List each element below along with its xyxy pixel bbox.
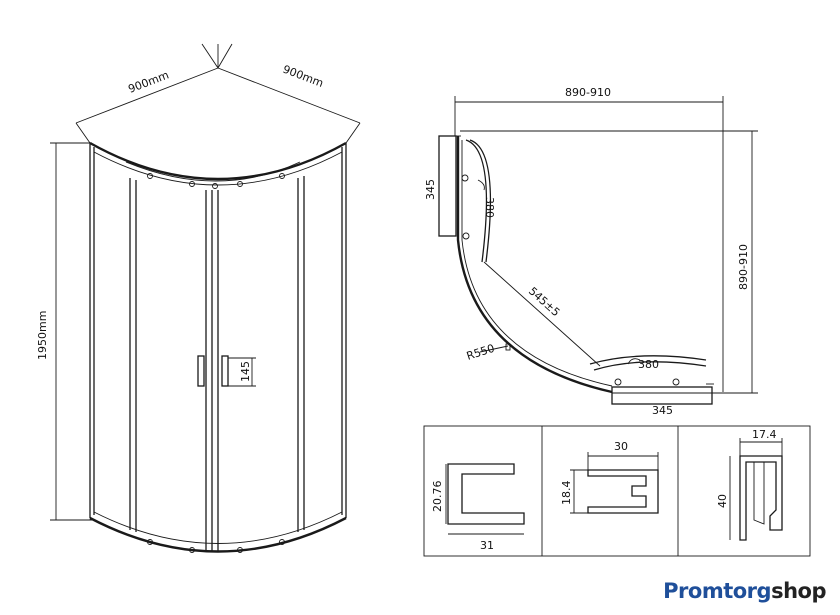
roller-marks <box>147 173 285 553</box>
section3-width-label: 17.4 <box>752 428 777 441</box>
bottom-side-panel-label: 345 <box>652 404 673 417</box>
right-handle <box>221 355 229 387</box>
front-width-left-label: 900mm <box>126 68 170 95</box>
plan-width-label: 890-910 <box>565 86 611 99</box>
bottom-door-radius-label: 380 <box>638 358 659 371</box>
section2-width-label: 30 <box>614 440 628 453</box>
front-height-label: 1950mm <box>36 311 49 360</box>
door-opening-label: 545±5 <box>526 285 562 320</box>
section3-height-label: 40 <box>716 494 729 508</box>
profile-sections: 20.76 31 30 18.4 17.4 40 <box>423 425 811 557</box>
section2-height-label: 18.4 <box>560 481 573 506</box>
plan-depth-label: 890-910 <box>737 244 750 290</box>
front-width-right-label: 900mm <box>281 63 325 90</box>
brand-logo: Promtorgshop <box>663 579 826 603</box>
handle-height-label: 145 <box>239 361 252 382</box>
section1-width-label: 31 <box>480 539 494 552</box>
front-view: 900mm 900mm 1950mm <box>36 43 361 553</box>
left-handle <box>197 355 205 387</box>
brand-logo-part1: Promtorg <box>663 579 772 603</box>
plan-view: 890-910 890-910 345 380 545±5 380 3 <box>424 86 758 417</box>
left-side-panel-label: 345 <box>424 179 437 200</box>
section1-height-label: 20.76 <box>431 481 444 513</box>
brand-logo-part2: shop <box>771 579 826 603</box>
left-door-radius-label: 380 <box>483 197 496 218</box>
radius-label: R550 <box>465 342 496 363</box>
